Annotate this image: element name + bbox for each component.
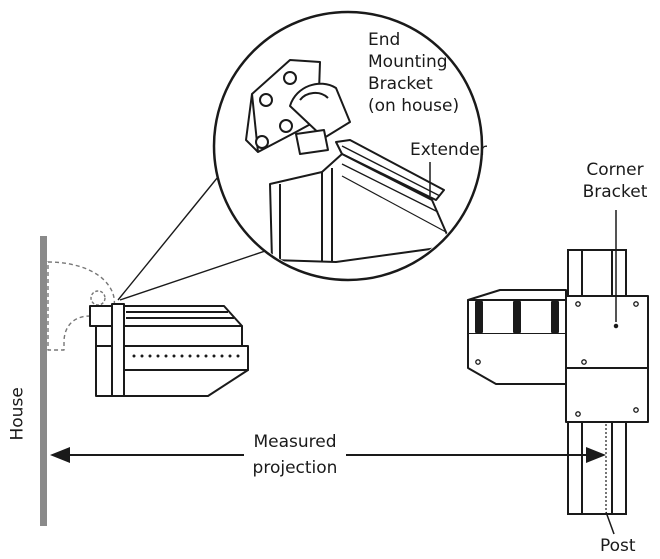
post-leader bbox=[605, 511, 615, 535]
label-end-mounting-bracket-3: Bracket bbox=[368, 74, 433, 94]
right-awning bbox=[467, 289, 649, 423]
arrowhead-right bbox=[586, 447, 606, 463]
label-extender: Extender bbox=[410, 140, 487, 160]
left-awning-rivets bbox=[132, 354, 240, 358]
label-measured-projection-1: Measured bbox=[253, 432, 337, 452]
label-end-mounting-bracket-1: End bbox=[368, 30, 401, 50]
detail-bracket-illustration bbox=[245, 59, 453, 263]
label-corner-bracket-2: Bracket bbox=[582, 182, 648, 202]
arrowhead-left bbox=[50, 447, 70, 463]
label-measured-projection-2: projection bbox=[252, 458, 338, 478]
label-post: Post bbox=[600, 536, 636, 556]
zoom-line-2 bbox=[119, 245, 281, 301]
house-wall bbox=[40, 236, 47, 526]
left-awning bbox=[47, 261, 249, 397]
label-house: House bbox=[7, 387, 28, 441]
zoom-line-1 bbox=[117, 171, 223, 301]
label-end-mounting-bracket-4: (on house) bbox=[368, 96, 460, 116]
label-end-mounting-bracket-2: Mounting bbox=[368, 52, 448, 72]
corner-bracket-screws bbox=[475, 301, 639, 417]
label-corner-bracket-1: Corner bbox=[586, 160, 644, 180]
